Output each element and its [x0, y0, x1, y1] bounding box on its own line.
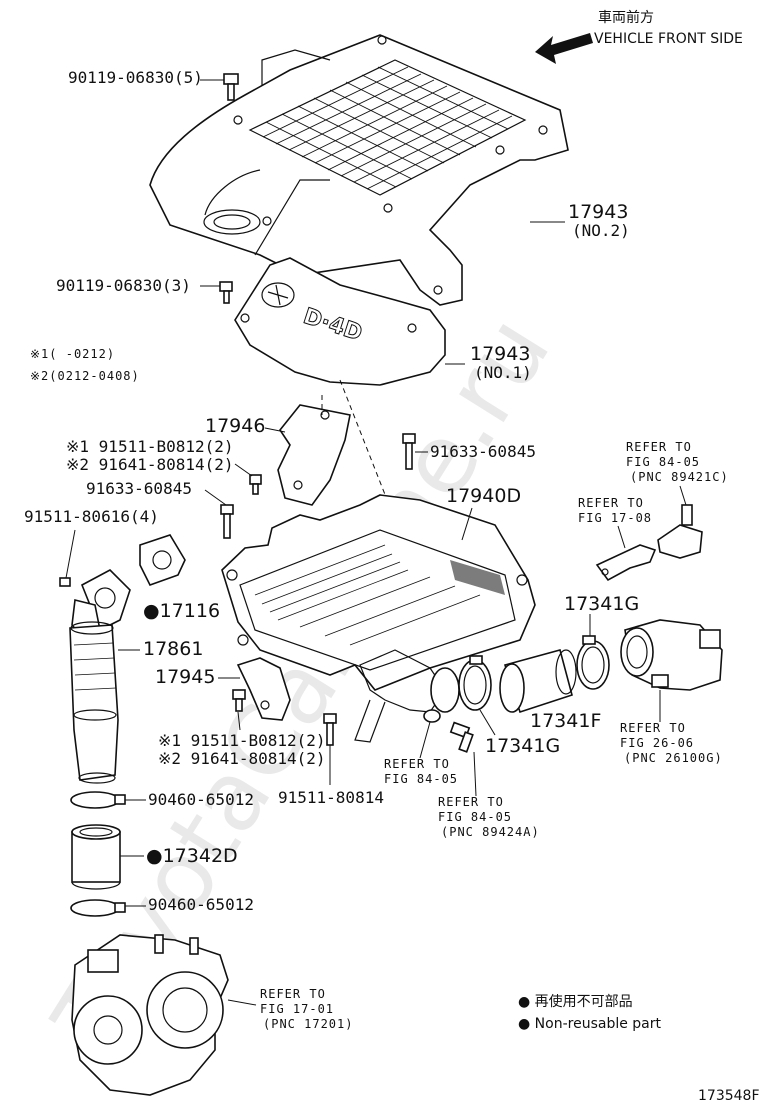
- label-pipe-17861: 17861: [143, 638, 203, 660]
- label-cover-no1-code: 17943: [470, 343, 530, 365]
- clamp-lower: [70, 899, 126, 917]
- bolt-top-icon: [223, 73, 239, 101]
- refer5-line2: FIG 84-05: [438, 810, 512, 824]
- refer6-line3: (PNC 17201): [263, 1017, 353, 1031]
- figure-id: 173548F: [698, 1088, 760, 1104]
- label-intercooler: 17940D: [446, 485, 521, 507]
- label-clamp-17341g-upper: 17341G: [564, 593, 639, 615]
- front-side-en: VEHICLE FRONT SIDE: [594, 31, 743, 47]
- label-hose-17342d: ●17342D: [146, 845, 238, 867]
- refer5-line3: (PNC 89424A): [441, 825, 540, 839]
- refer4-line1: REFER TO: [384, 757, 450, 771]
- bracket-17945: [236, 657, 291, 721]
- bracket-refer-17-08: [595, 544, 657, 582]
- refer2-line1: REFER TO: [578, 496, 644, 510]
- label-clamp-lower: 90460-65012: [148, 895, 254, 914]
- label-bolt-91633-left: 91633-60845: [86, 479, 192, 498]
- label-clamp-17341g-lower: 17341G: [485, 735, 560, 757]
- sensor-89424a: [449, 721, 474, 753]
- o-ring-icon: [423, 709, 441, 723]
- label-bolt-91511-a: ※1 91511-B0812(2): [66, 437, 234, 456]
- clamp-upper: [70, 791, 126, 809]
- front-side-jp: 車両前方: [598, 9, 654, 26]
- sensor-89421c: [657, 504, 703, 559]
- hose-17342d: [71, 824, 121, 890]
- legend-jp: ● 再使用不可部品: [518, 993, 633, 1010]
- label-bracket-17946: 17946: [205, 415, 265, 437]
- label-bolt-91511-80616: 91511-80616(4): [24, 507, 159, 526]
- label-cover-no1-sub: (NO.1): [474, 363, 532, 382]
- bolt-91633-left-icon: [220, 504, 234, 539]
- label-hose-17341f: 17341F: [530, 710, 601, 732]
- bolt-91511-80616-icon: [59, 577, 71, 587]
- label-bolt-top: 90119-06830(5): [68, 68, 203, 87]
- refer2-line2: FIG 17-08: [578, 511, 652, 525]
- nonreusable-dot-icon: ●: [146, 845, 163, 867]
- nonreusable-dot-icon: ●: [143, 600, 160, 622]
- pipe-17861: [69, 621, 119, 784]
- bolt-mid-icon: [219, 281, 233, 304]
- label-bolt-91641-a: ※2 91641-80814(2): [66, 455, 234, 474]
- intercooler-17940d: [221, 494, 536, 743]
- note-2: ※2(0212-0408): [30, 369, 140, 383]
- legend-dot-icon: ●: [518, 1016, 535, 1032]
- engine-cover-no1: D·4D: [234, 257, 446, 386]
- label-bolt-91511-80814: 91511-80814: [278, 788, 384, 807]
- label-bolt-91633-right: 91633-60845: [430, 442, 536, 461]
- label-bolt-mid: 90119-06830(3): [56, 276, 191, 295]
- label-bolt-91641-b: ※2 91641-80814(2): [158, 749, 326, 768]
- label-cover-no2-sub: (NO.2): [572, 221, 630, 240]
- engine-cover-no2: [149, 34, 569, 306]
- clamp-17341g-upper: [576, 635, 610, 690]
- note-1: ※1( -0212): [30, 347, 115, 361]
- bolt-91633-right-icon: [402, 433, 416, 470]
- refer4-line2: FIG 84-05: [384, 772, 458, 786]
- hose-17341f: [499, 649, 577, 714]
- gasket-17116: [139, 534, 186, 586]
- bolt-91511-b-icon: [232, 689, 246, 712]
- bolt-91511-a-icon: [249, 474, 262, 495]
- turbocharger: [71, 934, 229, 1096]
- clamp-17341g-lower: [458, 655, 492, 711]
- label-bracket-17945: 17945: [155, 666, 215, 688]
- refer3-line3: (PNC 26100G): [624, 751, 723, 765]
- label-clamp-upper: 90460-65012: [148, 790, 254, 809]
- bolt-91511-80814-icon: [323, 713, 337, 746]
- refer5-line1: REFER TO: [438, 795, 504, 809]
- throttle-body: [620, 619, 723, 691]
- front-arrow-icon: [535, 33, 593, 64]
- refer1-line1: REFER TO: [626, 440, 692, 454]
- refer6-line1: REFER TO: [260, 987, 326, 1001]
- cover-grille: [248, 59, 527, 196]
- bracket-17946: [277, 404, 351, 506]
- legend-dot-icon: ●: [518, 994, 535, 1010]
- refer1-line2: FIG 84-05: [626, 455, 700, 469]
- label-bolt-91511-b: ※1 91511-B0812(2): [158, 731, 326, 750]
- label-gasket-17116: ●17116: [143, 600, 220, 622]
- refer1-line3: (PNC 89421C): [630, 470, 729, 484]
- refer6-line2: FIG 17-01: [260, 1002, 334, 1016]
- refer3-line2: FIG 26-06: [620, 736, 694, 750]
- refer3-line1: REFER TO: [620, 721, 686, 735]
- legend-en: ● Non-reusable part: [518, 1016, 662, 1032]
- label-cover-no2-code: 17943: [568, 201, 628, 223]
